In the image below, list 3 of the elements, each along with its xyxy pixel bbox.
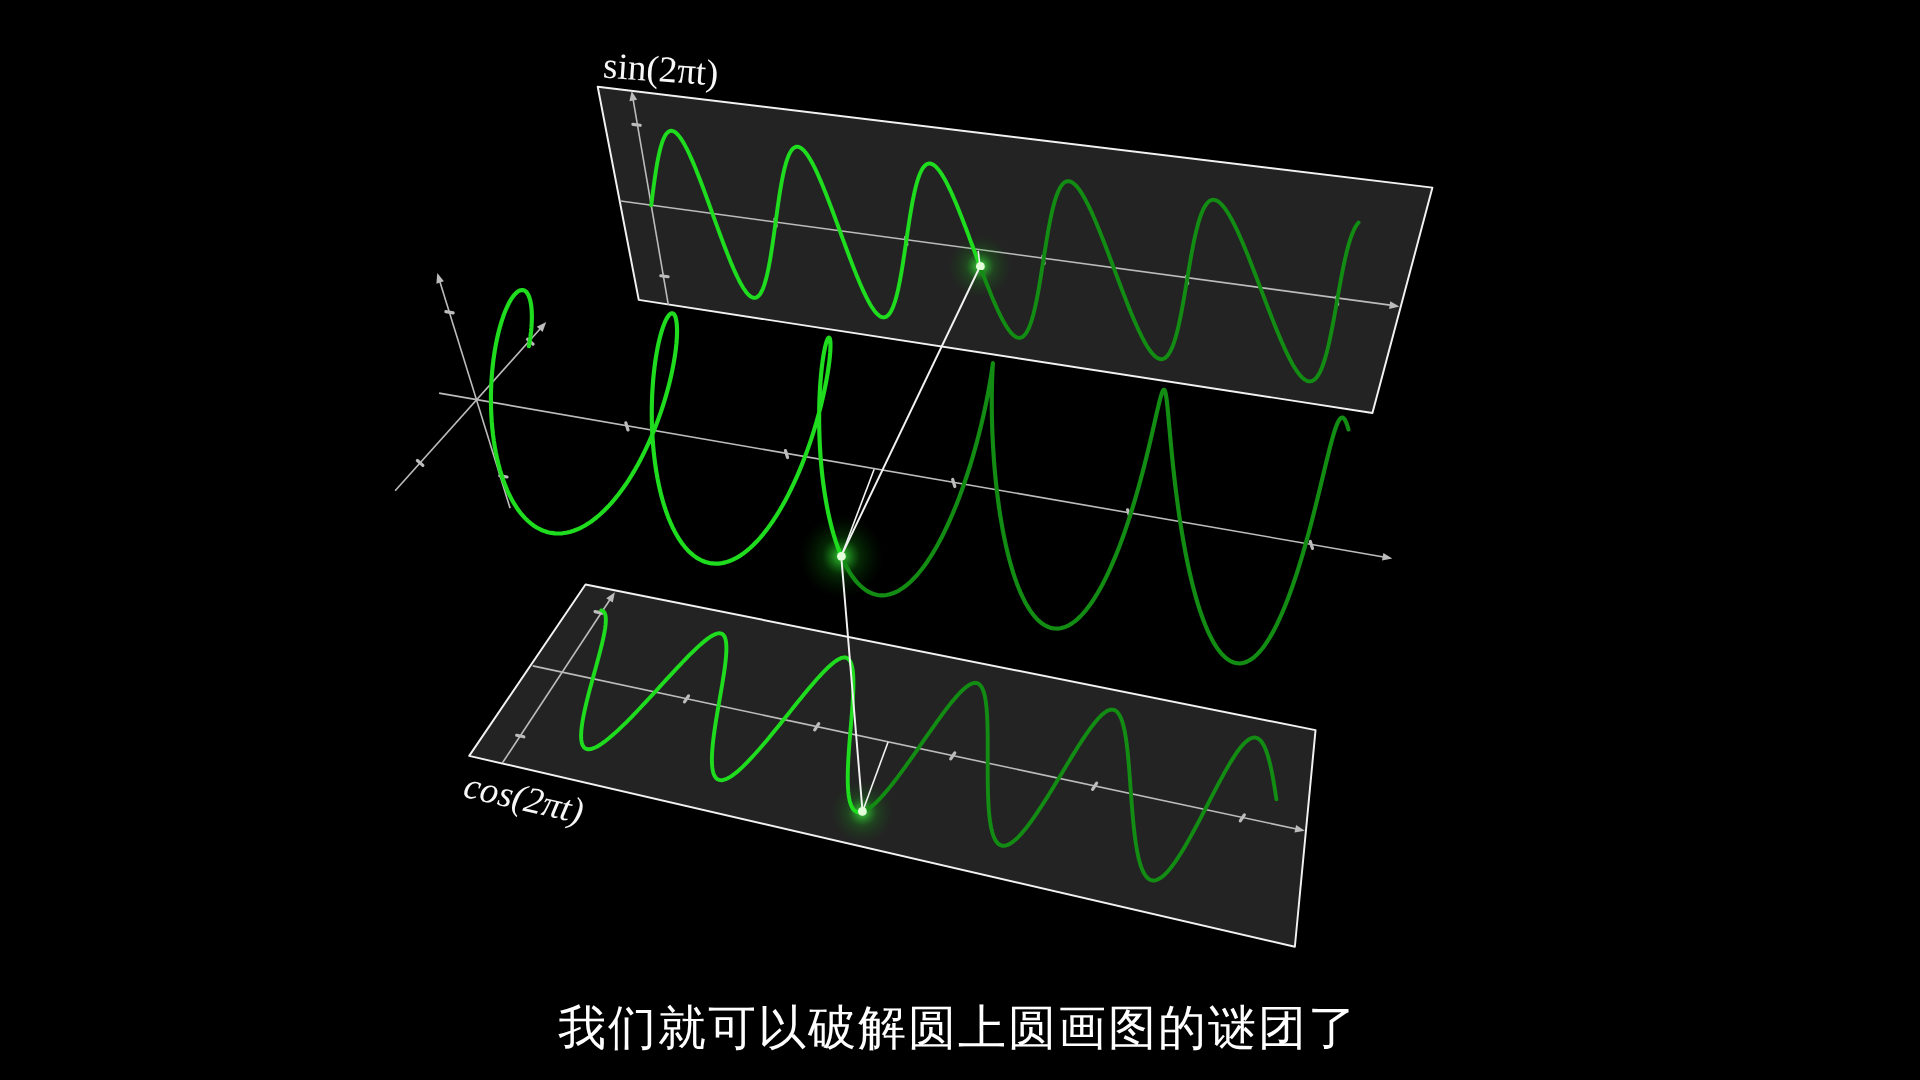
function-label: sin(2πt) [601,46,720,92]
dot-icon [836,551,846,561]
subtitle-text: 我们就可以破解圆上圆画图的谜团了 [558,1001,1358,1054]
